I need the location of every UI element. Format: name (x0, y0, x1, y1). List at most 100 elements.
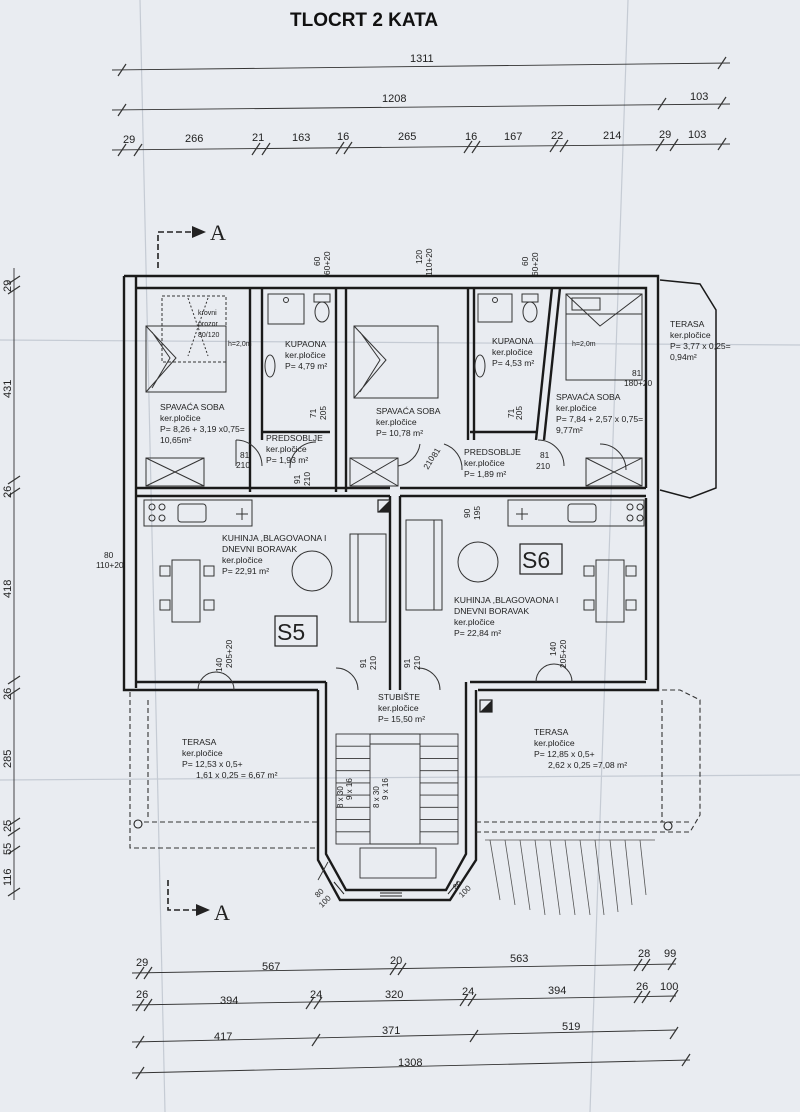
height-label: h=2,0m (572, 341, 596, 348)
section-marker-bottom: A (167, 880, 230, 925)
room-area: 1,61 x 0,25 = 6,67 m² (196, 770, 278, 780)
opening-label: 81 (540, 450, 550, 460)
opening-label: 205 (318, 406, 328, 420)
opening-label: 80 (104, 550, 114, 560)
roof-window-label: krovni (198, 310, 217, 317)
room-name: SPAVAĆA SOBA (160, 402, 225, 412)
dim-label: 519 (562, 1021, 580, 1033)
furniture-s6 (405, 519, 637, 623)
section-label-top: A (210, 220, 226, 245)
room-name: STUBIŠTE (378, 692, 420, 702)
room-name: PREDSOBLJE (464, 447, 521, 457)
room-finish: ker.pločice (464, 458, 505, 468)
dim-label: 266 (185, 133, 203, 145)
dim-label: 26 (2, 688, 14, 700)
room-finish: ker.pločice (266, 444, 307, 454)
height-label: h=2,0m (228, 341, 252, 348)
room-area: P= 1,93 m² (266, 455, 308, 465)
opening-label: 210 (236, 460, 250, 470)
room-area: P= 8,26 + 3,19 x0,75= (160, 424, 245, 434)
opening-label: 71 (308, 408, 318, 418)
opening-label: 91 (402, 658, 412, 668)
opening-label: 60+20 (322, 251, 332, 275)
opening-label: 81 (632, 368, 642, 378)
stair-label-9x16b: 9 x 16 (381, 778, 390, 800)
doors (197, 439, 627, 691)
kitchen-counters (143, 499, 645, 527)
stair-label-9x16: 9 x 16 (345, 778, 354, 800)
left-dimensions (7, 268, 21, 900)
opening-label: 60 (520, 256, 530, 266)
dim-label: 55 (2, 843, 14, 855)
dim-label: 431 (2, 380, 14, 398)
dim-label: 26 (636, 981, 648, 993)
opening-label: 205+20 (224, 639, 234, 668)
room-name: TERASA (182, 737, 217, 747)
room-area: P= 7,84 + 2,57 x 0,75= (556, 414, 643, 424)
dim-label: 418 (2, 580, 14, 598)
room-finish: ker.pločice (160, 413, 201, 423)
section-label-bottom: A (214, 900, 230, 925)
opening-label: 210 (536, 461, 550, 471)
walls (122, 274, 717, 902)
dim-label: 214 (603, 130, 621, 142)
dim-label: 285 (2, 750, 14, 768)
room-area: P= 1,89 m² (464, 469, 506, 479)
dim-label: 29 (136, 957, 148, 969)
roof-window-label: 80/120 (198, 332, 220, 339)
staircase (317, 733, 459, 881)
opening-label: 195 (472, 506, 482, 520)
dim-label: 21 (252, 132, 264, 144)
dim-label: 29 (659, 129, 671, 141)
bed-1 (145, 295, 227, 393)
dim-label: 24 (462, 986, 474, 998)
opening-label: 110+20 (96, 560, 124, 570)
room-finish: ker.pločice (454, 617, 495, 627)
room-name: TERASA (534, 727, 569, 737)
opening-label: 71 (506, 408, 516, 418)
room-area: P= 15,50 m² (378, 714, 425, 724)
room-area: 0,94m² (670, 352, 697, 362)
section-marker-top: A (157, 220, 226, 268)
opening-label: 60+20 (530, 252, 540, 276)
top-dimensions (111, 56, 731, 157)
room-name: KUHINJA ,BLAGOVAONA I (222, 533, 326, 543)
room-name: TERASA (670, 319, 705, 329)
room-area: P= 22,91 m² (222, 566, 269, 576)
room-name: KUHINJA ,BLAGOVAONA I (454, 595, 558, 605)
opening-labels: 60 60+20 120 110+20 60 60+20 71 205 71 2… (96, 248, 653, 672)
opening-label: 210 (412, 656, 422, 670)
room-area: P= 12,53 x 0,5+ (182, 759, 243, 769)
dim-label: 417 (214, 1031, 232, 1043)
opening-label: 210 (302, 472, 312, 486)
dim-label: 563 (510, 953, 528, 965)
dim-label: 99 (664, 948, 676, 960)
opening-label: 90 (462, 508, 472, 518)
bottom-dimensions (131, 957, 691, 1080)
dim-label: 24 (310, 989, 322, 1001)
dim-label: 28 (638, 948, 650, 960)
room-name: SPAVAĆA SOBA (556, 392, 621, 402)
room-name: KUPAONA (285, 339, 327, 349)
bottom-dimension-labels: 29 567 20 563 28 99 26 394 24 320 24 394… (136, 948, 678, 1069)
room-area: P= 4,79 m² (285, 361, 327, 371)
room-name: SPAVAĆA SOBA (376, 406, 441, 416)
dim-top-1208: 1208 (382, 93, 406, 105)
room-area: P= 4,53 m² (492, 358, 534, 368)
room-area: P= 3,77 x 0,25= (670, 341, 731, 351)
stair-label-8x30b: 8 x 30 (372, 786, 381, 808)
room-finish: ker.pločice (492, 347, 533, 357)
furniture-s5 (159, 533, 387, 623)
shafts (377, 499, 493, 713)
opening-label: 110+20 (424, 248, 434, 276)
top-dimension-labels: 1311 1208 103 29 266 21 163 16 265 16 16… (123, 53, 708, 146)
bathroom-fixtures (264, 293, 539, 378)
dim-label: 103 (688, 129, 706, 141)
lower-slats (485, 839, 655, 916)
stair-windows (333, 881, 459, 897)
room-labels: krovni prozor 80/120 h=2,0m h=2,0m SPAVA… (160, 310, 731, 780)
unit-label-s5: S5 (277, 619, 305, 645)
